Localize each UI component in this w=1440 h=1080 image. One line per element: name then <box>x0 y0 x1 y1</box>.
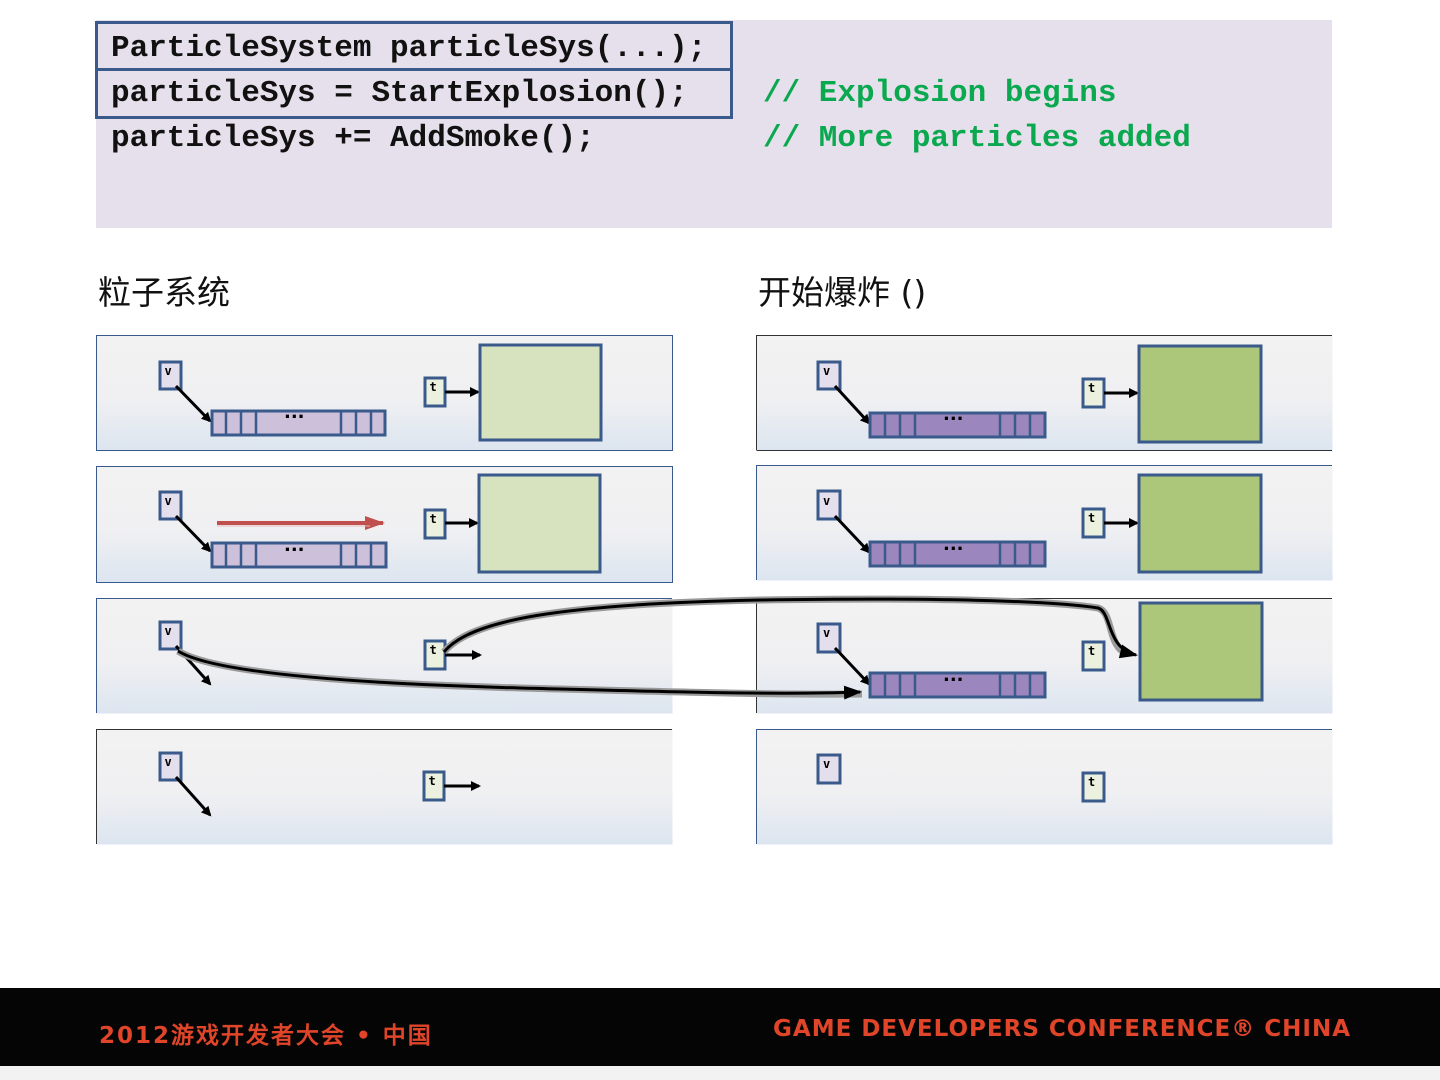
v-label: v <box>823 757 830 771</box>
code-line-1: ParticleSystem particleSys(...); <box>111 31 707 66</box>
t-move-arrow <box>442 597 1138 659</box>
v-pointer-box <box>816 489 842 521</box>
left-row-1: v ... t <box>158 343 603 442</box>
ellipsis-label: ... <box>284 402 305 423</box>
footer-right-text: GAME DEVELOPERS CONFERENCE® CHINA <box>773 1016 1351 1042</box>
ellipsis-label: ... <box>943 665 964 686</box>
right-row-4: v t <box>816 753 1106 803</box>
texture-block <box>1137 473 1263 574</box>
texture-block <box>478 343 603 442</box>
particle-array: ... <box>210 535 388 569</box>
move-arrows <box>176 595 1138 700</box>
code-comment-2: // Explosion begins <box>763 76 1117 111</box>
v-pointer-box <box>816 360 842 391</box>
right-column-title: 开始爆炸 () <box>758 273 927 312</box>
v-label: v <box>165 494 172 508</box>
particle-array: ... <box>210 402 387 437</box>
code-line-3: particleSys += AddSmoke(); <box>111 121 595 156</box>
left-row-4: v t <box>158 751 481 817</box>
t-label: t <box>1088 775 1095 789</box>
conference-footer: 2012游戏开发者大会 • 中国 GAME DEVELOPERS CONFERE… <box>0 988 1440 1066</box>
t-pointer-box <box>1081 640 1106 672</box>
t-label: t <box>429 774 436 788</box>
right-row-4-bg <box>756 729 1333 845</box>
particle-array: ... <box>868 665 1047 699</box>
code-panel: ParticleSystem particleSys(...); particl… <box>96 20 1332 228</box>
right-row-1: v ... t <box>816 344 1263 444</box>
right-row-3: v ... t <box>816 601 1264 702</box>
v-move-arrow <box>177 649 862 700</box>
v-label: v <box>165 755 172 769</box>
code-comment-3: // More particles added <box>763 121 1191 156</box>
v-pointer-box <box>158 620 183 651</box>
footer-strip <box>0 1066 1440 1080</box>
v-pointer-box <box>816 753 842 785</box>
code-highlight-line-2 <box>95 68 733 119</box>
t-label: t <box>1088 381 1095 395</box>
t-pointer-box <box>1081 771 1106 803</box>
v-pointer-box <box>158 751 183 782</box>
texture-block <box>1137 344 1263 444</box>
v-label: v <box>823 494 830 508</box>
v-pointer-box <box>158 360 183 391</box>
texture-block <box>477 473 602 574</box>
particle-array: ... <box>868 534 1047 568</box>
left-row-2: v ... t <box>158 473 602 574</box>
ellipsis-label: ... <box>284 535 305 556</box>
v-label: v <box>823 364 830 378</box>
left-column-title: 粒子系统 <box>98 273 230 312</box>
code-line-2: particleSys = StartExplosion(); <box>111 76 688 111</box>
v-pointer-box <box>158 490 183 521</box>
ellipsis-label: ... <box>943 534 964 555</box>
t-label: t <box>430 380 437 394</box>
ellipsis-label: ... <box>943 404 964 425</box>
v-pointer-box <box>816 622 842 654</box>
t-label: t <box>1088 511 1095 525</box>
left-row-4-bg <box>96 729 673 845</box>
right-row-2: v ... t <box>816 473 1263 574</box>
v-label: v <box>165 624 172 638</box>
v-label: v <box>823 626 830 640</box>
particle-array: ... <box>868 404 1047 439</box>
texture-block <box>1138 601 1264 702</box>
t-label: t <box>1088 644 1095 658</box>
t-label: t <box>430 512 437 526</box>
v-label: v <box>165 364 172 378</box>
footer-left-text: 2012游戏开发者大会 • 中国 <box>99 1023 433 1049</box>
t-label: t <box>430 643 437 657</box>
